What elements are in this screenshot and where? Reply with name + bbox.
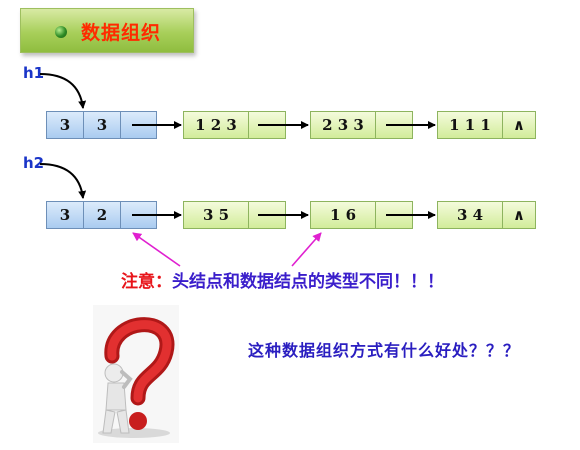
question-text: 这种数据组织方式有什么好处？？？: [248, 341, 521, 360]
head-pointer-arrow: [39, 73, 87, 109]
data-node-value: 3 4: [437, 201, 503, 229]
null-pointer: ∧: [502, 111, 536, 139]
note-arrow-head-node: [132, 232, 181, 267]
head-node-field-1: 3: [46, 201, 84, 229]
question-mark-figure-icon: [93, 305, 179, 443]
data-node-value: 1 1 1: [437, 111, 503, 139]
page-title: 数据组织: [81, 22, 162, 44]
note-text: 注意：头结点和数据结点的类型不同！！！: [121, 267, 444, 292]
head-pointer-arrow: [39, 163, 87, 199]
note-prefix: 注意：: [121, 272, 172, 292]
data-node-value: 1 2 3: [183, 111, 249, 139]
note-arrow-data-node: [291, 232, 322, 267]
bullet-icon: [55, 26, 67, 38]
note-body: 头结点和数据结点的类型不同！！！: [172, 272, 444, 292]
list-label-h1: h1: [23, 64, 45, 82]
list-label-h2: h2: [23, 154, 45, 172]
data-node-value: 1 6: [310, 201, 376, 229]
data-node-value: 2 3 3: [310, 111, 376, 139]
null-pointer: ∧: [502, 201, 536, 229]
title-banner: 数据组织: [20, 8, 194, 53]
